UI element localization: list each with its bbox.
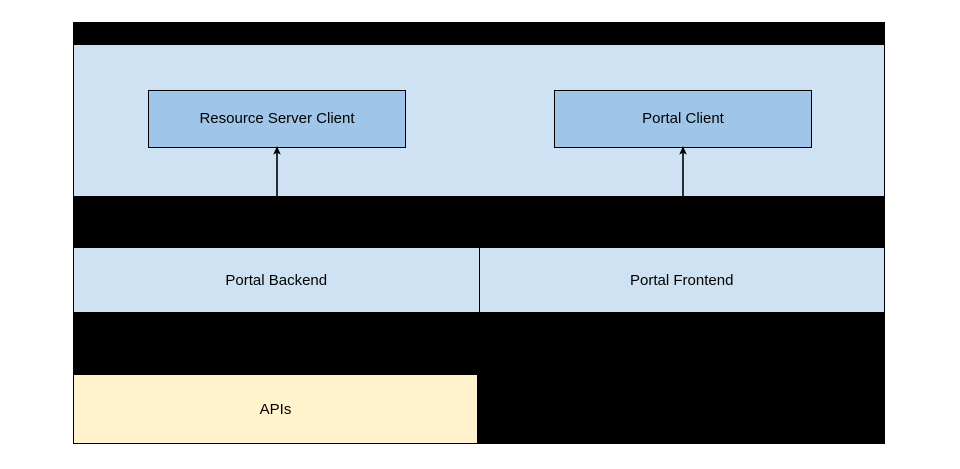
node-portal-client[interactable]: Portal Client (554, 90, 812, 148)
node-apis-label: APIs (259, 400, 292, 418)
arrowhead-up-icon (273, 146, 281, 155)
band-service-apis-gap (73, 313, 885, 374)
band-top (73, 22, 885, 44)
node-resource-server-client-label: Resource Server Client (199, 110, 355, 127)
node-portal-backend-label: Portal Backend (225, 271, 328, 289)
band-client-service-gap (73, 197, 885, 247)
connector-frontend-to-portal-client (679, 146, 687, 202)
arrowhead-up-icon (679, 146, 687, 155)
node-portal-frontend[interactable]: Portal Frontend (480, 248, 885, 312)
connector-backend-to-resource-server-client (273, 146, 281, 202)
node-apis[interactable]: APIs (73, 374, 478, 444)
band-bottom-right (478, 374, 885, 444)
node-portal-frontend-label: Portal Frontend (630, 271, 734, 289)
service-layer: Portal Backend Portal Frontend (73, 247, 885, 313)
node-portal-backend[interactable]: Portal Backend (74, 248, 480, 312)
node-portal-client-label: Portal Client (642, 110, 724, 127)
node-resource-server-client[interactable]: Resource Server Client (148, 90, 406, 148)
